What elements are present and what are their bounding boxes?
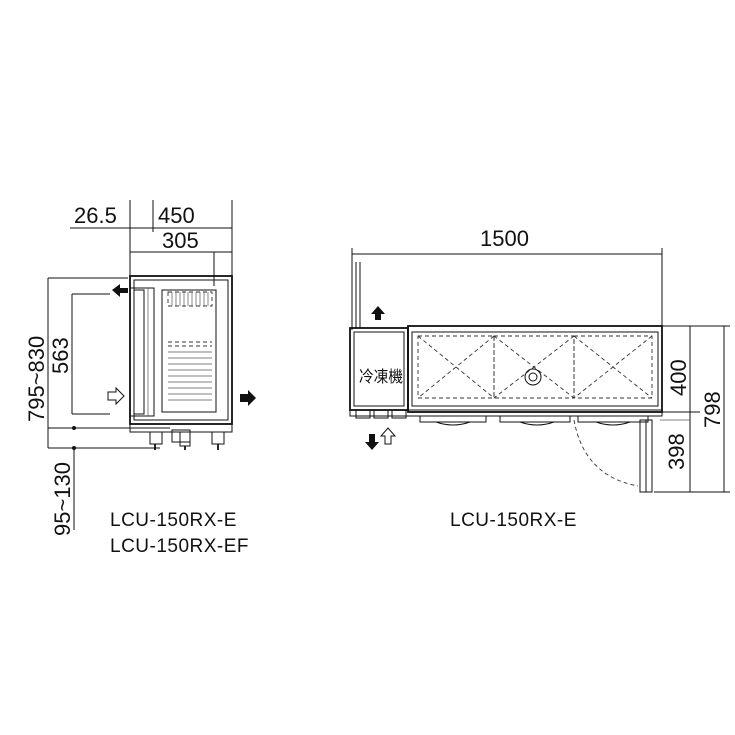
dim-798: 798	[700, 391, 725, 428]
grille-top	[171, 292, 209, 306]
dim-95-130: 95~130	[50, 462, 75, 536]
grille-lower	[168, 351, 212, 401]
dim-563: 563	[48, 337, 73, 374]
model-label-1: LCU-150RX-E	[110, 510, 237, 531]
model-label-top: LCU-150RX-E	[450, 510, 577, 531]
top-view: 1500 冷凍機	[349, 226, 730, 531]
exhaust-arrow-icon	[240, 390, 256, 406]
compressor-label: 冷凍機	[359, 367, 403, 386]
dim-795-830: 795~830	[24, 336, 49, 422]
dim-400: 400	[666, 359, 691, 396]
side-view: 26.5 450 305 795~830 563 95~130	[24, 200, 256, 557]
up-intake-arrow-icon	[379, 427, 397, 445]
dim-1500: 1500	[480, 226, 529, 251]
dim-398: 398	[664, 433, 689, 470]
model-label-2: LCU-150RX-EF	[110, 536, 249, 557]
dim-26-5: 26.5	[74, 203, 117, 228]
air-inlet-arrow-icon	[107, 386, 125, 406]
dim-305: 305	[162, 228, 199, 253]
dim-450: 450	[158, 203, 195, 228]
air-outlet-arrow-icon	[112, 284, 128, 297]
top-exhaust-arrow-icon	[371, 306, 385, 320]
down-exhaust-arrow-icon	[365, 434, 379, 450]
